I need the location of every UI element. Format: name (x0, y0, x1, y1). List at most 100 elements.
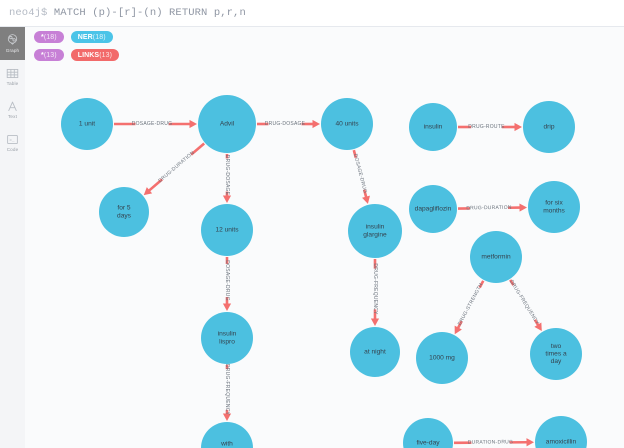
node-label: days (117, 212, 132, 219)
node-label: glargine (363, 231, 387, 238)
node-circle[interactable] (350, 327, 400, 377)
results-panel: *(18) NER(18) *(13) LINKS(13) DOSAGE-DRU… (25, 27, 624, 448)
chip-rel-links[interactable]: LINKS(13) (70, 49, 120, 61)
legend: *(18) NER(18) *(13) LINKS(13) (25, 27, 624, 67)
edge-layer: DOSAGE-DRUG DRUG-DOSAGE DRUG-DURATION DRUG-… (114, 119, 542, 447)
graph-node[interactable]: dapagliflozin (409, 185, 457, 233)
graph-edge[interactable]: DURATION-DRUG (453, 438, 535, 447)
node-circle[interactable] (409, 185, 457, 233)
edge-label: DRUG-STRENGTH (457, 282, 485, 327)
node-circle[interactable] (403, 418, 453, 448)
node-label: amoxicillin (546, 439, 577, 446)
graph-node[interactable]: drip (523, 101, 575, 153)
graph-visualization[interactable]: DOSAGE-DRUG DRUG-DOSAGE DRUG-DURATION DRUG-… (25, 67, 624, 448)
table-icon (6, 67, 19, 80)
graph-edge[interactable]: DOSAGE-DRUG (352, 149, 370, 204)
legend-node-chips: *(18) NER(18) (25, 31, 113, 43)
graph-node[interactable]: 12 units (201, 204, 253, 256)
edge-label: DOSAGE-DRUG (132, 121, 173, 127)
graph-edge[interactable]: DOSAGE-DRUG (114, 119, 197, 129)
node-circle[interactable] (528, 181, 580, 233)
svg-text:>_: >_ (9, 139, 15, 144)
node-circle[interactable] (201, 312, 253, 364)
graph-edge[interactable]: DRUG-DURATION (457, 203, 528, 212)
node-circle[interactable] (201, 204, 253, 256)
graph-edge[interactable]: DOSAGE-DRUG (222, 257, 232, 311)
node-label: Advil (220, 121, 235, 128)
node-label: insulin (366, 224, 385, 231)
node-circle[interactable] (348, 204, 402, 258)
node-circle[interactable] (61, 98, 113, 150)
node-label: metformin (481, 254, 511, 261)
edge-label: DRUG-DOSAGE (224, 155, 230, 196)
rail-item-code[interactable]: >_ Code (0, 126, 25, 159)
query-text: neo4j$ MATCH (p)-[r]-(n) RETURN p,r,n (0, 7, 246, 19)
edge-label: DRUG-ROUTE (468, 124, 505, 130)
node-circle[interactable] (523, 101, 575, 153)
graph-node[interactable]: 1000 mg (416, 332, 468, 384)
node-circle[interactable] (416, 332, 468, 384)
graph-node[interactable]: at night (350, 327, 400, 377)
graph-node[interactable]: withmeals (201, 422, 253, 448)
node-circle[interactable] (99, 187, 149, 237)
query-prompt: neo4j$ (9, 7, 48, 19)
rail-item-graph[interactable]: Graph (0, 27, 25, 60)
node-label: at night (364, 349, 386, 356)
graph-node[interactable]: amoxicillin (535, 416, 587, 448)
graph-edge[interactable]: DRUG-STRENGTH (454, 280, 485, 335)
graph-node[interactable]: insulin (409, 103, 457, 151)
graph-edge[interactable]: DRUG-FREQUENCY (222, 364, 232, 421)
chip-rel-star[interactable]: *(13) (34, 49, 64, 61)
query-statement: MATCH (p)-[r]-(n) RETURN p,r,n (53, 7, 246, 19)
graph-node[interactable]: five-day (403, 418, 453, 448)
graph-edge[interactable]: DRUG-DOSAGE (222, 154, 232, 203)
chip-node-star[interactable]: *(18) (34, 31, 64, 43)
edge-label: DOSAGE-DRUG (224, 260, 230, 301)
node-circle[interactable] (198, 95, 256, 153)
graph-icon (6, 34, 19, 47)
rail-label-text: Text (7, 114, 18, 119)
graph-edge[interactable]: DRUG-DOSAGE (257, 119, 320, 129)
node-circle[interactable] (530, 328, 582, 380)
node-circle[interactable] (470, 231, 522, 283)
node-circle[interactable] (535, 416, 587, 448)
node-label: two (551, 343, 562, 350)
edge-label: DRUG-DOSAGE (265, 121, 306, 127)
graph-edge[interactable]: DRUG-ROUTE (458, 122, 522, 132)
edge-label: DRUG-FREQUENCY (508, 279, 540, 326)
rail-label-graph: Graph (5, 48, 20, 53)
node-label: months (543, 207, 565, 214)
node-label: 12 units (215, 227, 239, 234)
graph-node[interactable]: metformin (470, 231, 522, 283)
graph-node[interactable]: 40 units (321, 98, 373, 150)
node-label: 1 unit (79, 121, 95, 128)
edge-label: DRUG-DURATION (157, 150, 196, 184)
rail-item-text[interactable]: Text (0, 93, 25, 126)
graph-edge[interactable]: DRUG-FREQUENCY (508, 279, 542, 332)
node-label: lispro (219, 338, 235, 345)
graph-edge[interactable]: DRUG-DURATION (143, 142, 206, 196)
rail-label-code: Code (6, 147, 19, 152)
edge-label: DRUG-FREQUENCY (224, 364, 230, 416)
rail-item-table[interactable]: Table (0, 60, 25, 93)
node-label: insulin (424, 124, 443, 131)
graph-edge[interactable]: DRUG-FREQUENCY (370, 259, 380, 326)
code-icon: >_ (6, 133, 19, 146)
node-circle[interactable] (201, 422, 253, 448)
query-bar[interactable]: neo4j$ MATCH (p)-[r]-(n) RETURN p,r,n (0, 0, 624, 27)
node-label: times a (545, 351, 567, 358)
graph-canvas[interactable]: DOSAGE-DRUG DRUG-DOSAGE DRUG-DURATION DRUG-… (25, 67, 624, 448)
node-circle[interactable] (409, 103, 457, 151)
node-label: for six (545, 200, 563, 207)
graph-node[interactable]: Advil (198, 95, 256, 153)
node-circle[interactable] (321, 98, 373, 150)
chip-node-ner[interactable]: NER(18) (70, 31, 113, 43)
graph-node[interactable]: 1 unit (61, 98, 113, 150)
